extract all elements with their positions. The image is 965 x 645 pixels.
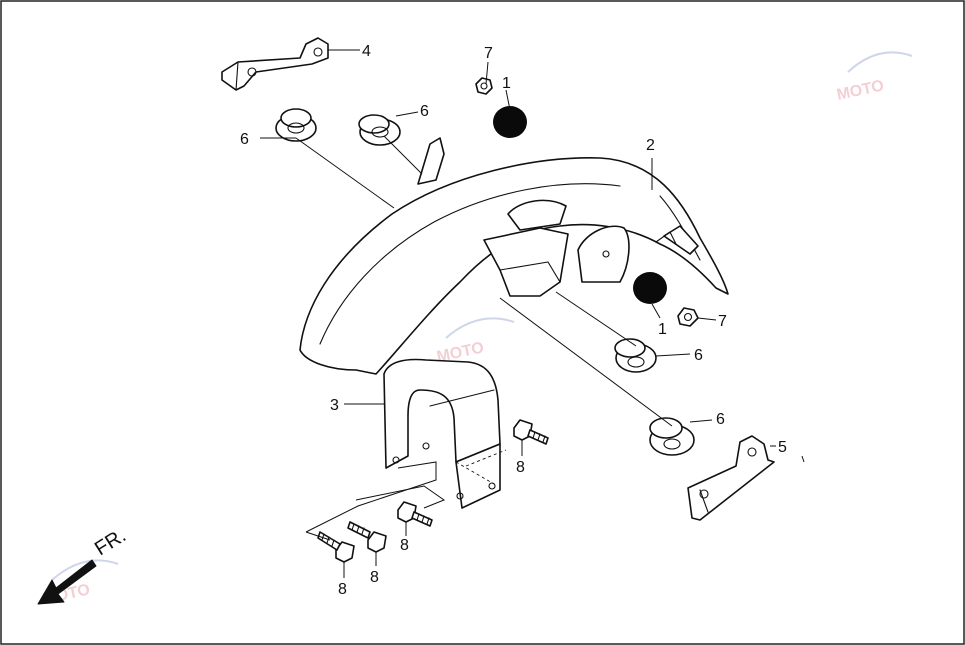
callout-grommet-top-middle: 6 <box>420 103 429 120</box>
rubber-plug-upper <box>493 106 527 138</box>
fender-bracket-right <box>687 435 775 521</box>
grommet-right-lower <box>649 417 695 456</box>
callout-bolt-middle: 8 <box>370 569 379 586</box>
fender-bracket-left <box>221 37 329 91</box>
watermark-logo-top-right: MOTO <box>835 51 913 104</box>
callout-bracket-left: 4 <box>362 43 371 60</box>
callout-nut-upper: 7 <box>484 45 493 62</box>
callout-front-fender: 2 <box>646 137 655 154</box>
front-direction-arrow-icon <box>37 559 97 605</box>
grommet-top-left <box>275 108 317 142</box>
bolt-center <box>397 501 433 527</box>
watermark-logo-center: MOTO <box>435 317 515 366</box>
callout-rubber-plug-upper: 1 <box>502 75 511 92</box>
svg-text:MOTO: MOTO <box>835 77 885 104</box>
bolt-middle <box>347 521 387 553</box>
callout-bolt-center: 8 <box>400 537 409 554</box>
front-fender <box>299 137 729 375</box>
callout-grommet-right-upper: 6 <box>694 347 703 364</box>
front-direction-label: FR. <box>91 525 130 561</box>
fender-brace <box>383 358 501 509</box>
callout-grommet-right-lower: 6 <box>716 411 725 428</box>
callout-grommet-top-left: 6 <box>240 131 249 148</box>
bolt-right <box>513 419 549 445</box>
rubber-plug-lower <box>633 272 667 304</box>
grommet-right-upper <box>614 338 657 373</box>
nut-upper <box>475 77 493 95</box>
grommet-top-middle <box>358 114 401 146</box>
callout-bracket-right: 5 <box>778 439 787 456</box>
callout-bolt-left: 8 <box>338 581 347 598</box>
callout-bolt-right: 8 <box>516 459 525 476</box>
bolt-left <box>317 531 355 563</box>
nut-lower <box>677 307 699 327</box>
callout-rubber-plug-lower: 1 <box>658 321 667 338</box>
callout-nut-lower: 7 <box>718 313 727 330</box>
callout-fender-brace: 3 <box>330 397 339 414</box>
